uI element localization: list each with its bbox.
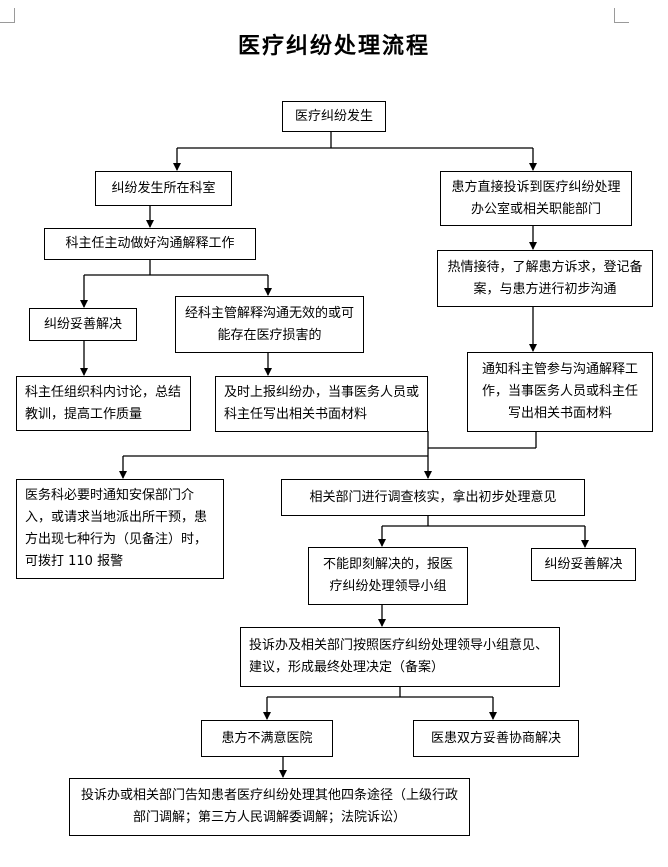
- node-director-review: 科主任组织科内讨论，总结教训，提高工作质量: [16, 376, 191, 431]
- node-dispute-occurs: 医疗纠纷发生: [282, 101, 386, 132]
- page-corner-mark-right: [614, 8, 629, 23]
- node-report: 及时上报纠纷办，当事医务人员或科主任写出相关书面材料: [215, 376, 428, 432]
- node-resolved-right: 纠纷妥善解决: [531, 548, 636, 581]
- node-reception: 热情接待，了解患方诉求，登记备案，与患方进行初步沟通: [437, 250, 653, 307]
- node-ineffective: 经科主管解释沟通无效的或可能存在医疗损害的: [175, 296, 364, 353]
- node-other-ways: 投诉办或相关部门告知患者医疗纠纷处理其他四条途径（上级行政部门调解；第三方人民调…: [69, 778, 470, 836]
- node-cannot-resolve: 不能即刻解决的，报医疗纠纷处理领导小组: [308, 547, 468, 605]
- node-negotiate: 医患双方妥善协商解决: [413, 720, 579, 757]
- node-not-satisfied: 患方不满意医院: [201, 720, 333, 757]
- page-corner-mark-left: [0, 8, 15, 23]
- node-final-decision: 投诉办及相关部门按照医疗纠纷处理领导小组意见、建议，形成最终处理决定（备案）: [240, 627, 560, 687]
- node-patient-complaint: 患方直接投诉到医疗纠纷处理办公室或相关职能部门: [440, 171, 632, 226]
- node-department: 纠纷发生所在科室: [95, 171, 232, 206]
- diagram-title: 医疗纠纷处理流程: [237, 33, 430, 59]
- node-resolved-left: 纠纷妥善解决: [29, 308, 137, 341]
- node-notify-director: 通知科主管参与沟通解释工作，当事医务人员或科主任写出相关书面材料: [467, 352, 653, 432]
- node-security: 医务科必要时通知安保部门介入，或请求当地派出所干预，患方出现七种行为（见备注）时…: [16, 479, 224, 579]
- node-director-explain: 科主任主动做好沟通解释工作: [44, 228, 256, 260]
- node-investigate: 相关部门进行调查核实，拿出初步处理意见: [281, 479, 585, 516]
